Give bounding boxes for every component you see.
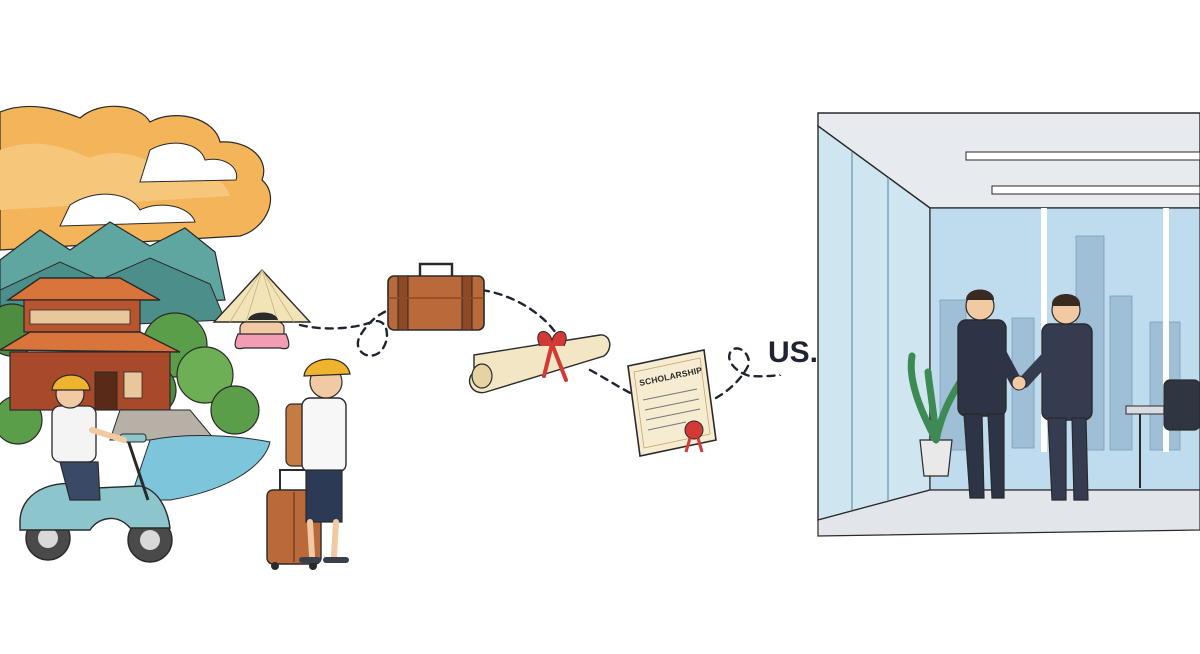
student-traveler [266, 358, 351, 570]
scooter-rider [19, 374, 173, 563]
sunset-clouds [0, 105, 272, 251]
origin-landscape-scene [0, 105, 272, 563]
diploma-scroll-icon [468, 331, 611, 394]
handshake [1011, 375, 1027, 391]
suitcase-icon [387, 262, 485, 331]
office-scene [817, 112, 1200, 537]
businessman-right [1018, 294, 1093, 501]
conical-hat-icon [212, 268, 312, 350]
businessman-left [957, 289, 1022, 499]
destination-label: US. [768, 336, 818, 369]
river-water [129, 435, 271, 501]
scholarship-certificate-icon: SCHOLARSHIP [627, 349, 717, 457]
pagoda-temple [0, 277, 217, 441]
